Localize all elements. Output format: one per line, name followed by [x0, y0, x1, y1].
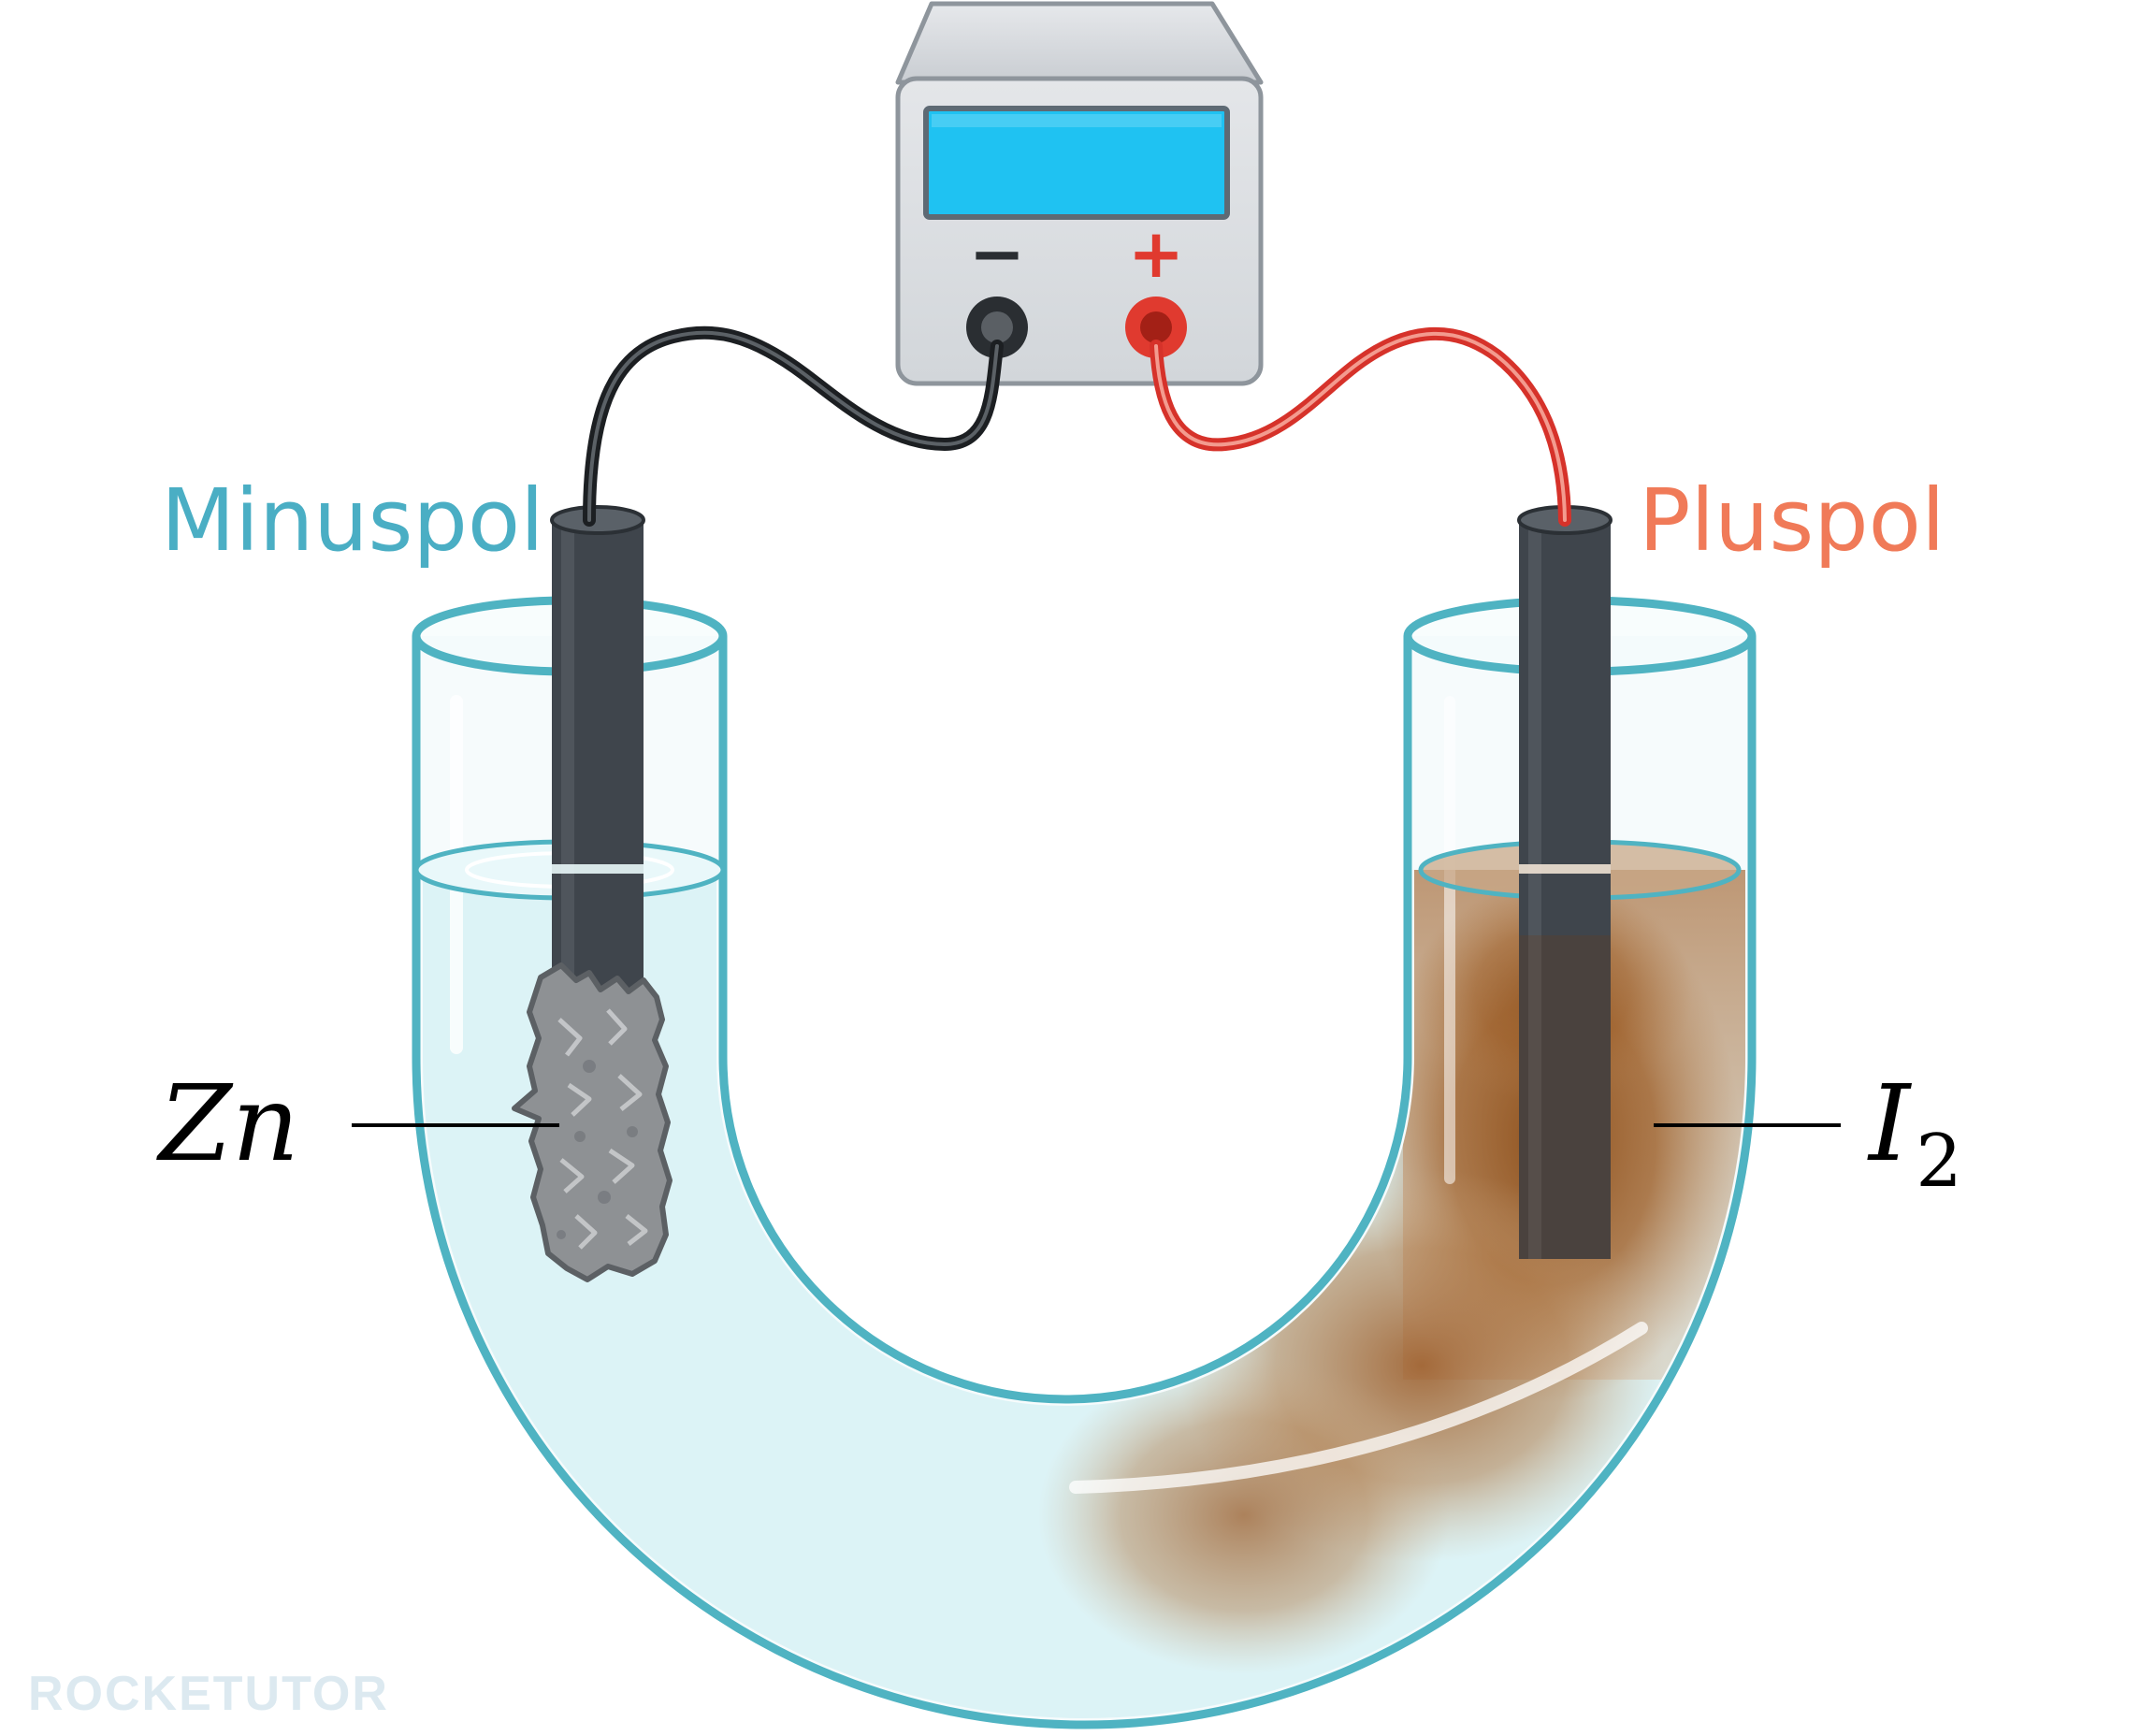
- iodine-label-subscript: 2: [1916, 1120, 1962, 1204]
- power-supply-top: [895, 1, 1264, 85]
- zn-label: Zn: [156, 1063, 299, 1185]
- minus-pole-label: Minuspol: [161, 470, 544, 571]
- minus-terminal[interactable]: [966, 297, 1028, 358]
- u-tube-outer-outline: [412, 636, 1757, 1729]
- iodine-cloud: [1038, 870, 1745, 1674]
- glass-highlight-bottom: [1069, 1322, 1648, 1494]
- u-tube-inner-outline: [718, 636, 1412, 1404]
- plus-terminal[interactable]: [1125, 297, 1187, 358]
- plus-symbol: +: [1128, 214, 1184, 293]
- iodine-label-main: I: [1867, 1063, 1913, 1185]
- watermark: ROCKETUTOR: [28, 1667, 389, 1721]
- right-electrode: [1517, 505, 1613, 1259]
- iodine-label: I2: [1867, 1063, 1962, 1204]
- zinc-deposit: [512, 962, 673, 1282]
- power-supply: − +: [895, 1, 1264, 386]
- left-electrode: [550, 505, 645, 1006]
- power-supply-display: [923, 106, 1230, 220]
- minus-symbol: −: [969, 214, 1025, 293]
- plus-pole-label: Pluspol: [1639, 470, 1945, 571]
